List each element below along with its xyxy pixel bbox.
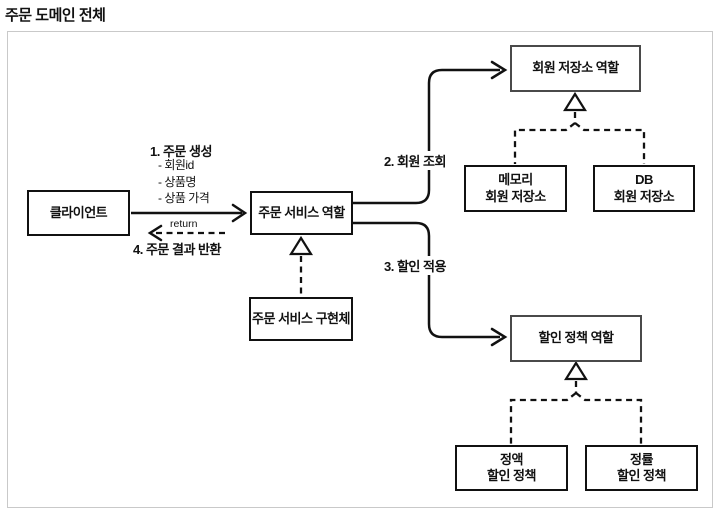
label-step4-order-result: 4. 주문 결과 반환	[133, 242, 221, 257]
node-client: 클라이언트	[27, 190, 130, 236]
node-order-service-impl-label: 주문 서비스 구현체	[252, 310, 350, 326]
node-fixed-discount-policy-line1: 정액	[500, 451, 523, 467]
node-order-service-role-label: 주문 서비스 역할	[258, 204, 345, 220]
node-rate-discount-policy-line1: 정률	[630, 451, 653, 467]
node-rate-discount-policy: 정률 할인 정책	[585, 445, 698, 491]
node-fixed-discount-policy-line2: 할인 정책	[487, 468, 536, 483]
label-step1-order-create: 1. 주문 생성	[150, 144, 212, 159]
node-discount-policy-role-label: 할인 정책 역할	[538, 330, 614, 346]
node-memory-member-repo: 메모리 회원 저장소	[464, 165, 567, 212]
label-step3-discount-apply: 3. 할인 적용	[382, 256, 448, 275]
page-title: 주문 도메인 전체	[5, 7, 106, 24]
label-step1-params: - 회원id - 상품명 - 상품 가격	[158, 157, 210, 207]
label-step1-param-product-name: - 상품명	[158, 174, 196, 189]
node-memory-member-repo-line1: 메모리	[498, 172, 533, 188]
node-order-service-role: 주문 서비스 역할	[250, 191, 353, 235]
node-db-member-repo-line2: 회원 저장소	[613, 188, 675, 204]
node-order-service-impl: 주문 서비스 구현체	[249, 297, 353, 341]
node-rate-discount-policy-line2: 할인 정책	[617, 468, 666, 483]
diagram-canvas	[7, 31, 713, 508]
node-db-member-repo-line1: DB	[635, 172, 653, 188]
node-fixed-discount-policy: 정액 할인 정책	[455, 445, 568, 491]
label-step1-param-product-price: - 상품 가격	[158, 191, 210, 205]
label-step2-member-lookup: 2. 회원 조회	[382, 151, 448, 170]
node-member-repo-role: 회원 저장소 역할	[510, 45, 641, 92]
label-step1-param-member-id: - 회원id	[158, 158, 194, 172]
label-return: return	[170, 218, 198, 230]
node-member-repo-role-label: 회원 저장소 역할	[532, 60, 619, 76]
node-client-label: 클라이언트	[49, 204, 108, 220]
node-db-member-repo: DB 회원 저장소	[593, 165, 695, 212]
node-memory-member-repo-line2: 회원 저장소	[485, 188, 546, 204]
node-discount-policy-role: 할인 정책 역할	[510, 315, 642, 362]
